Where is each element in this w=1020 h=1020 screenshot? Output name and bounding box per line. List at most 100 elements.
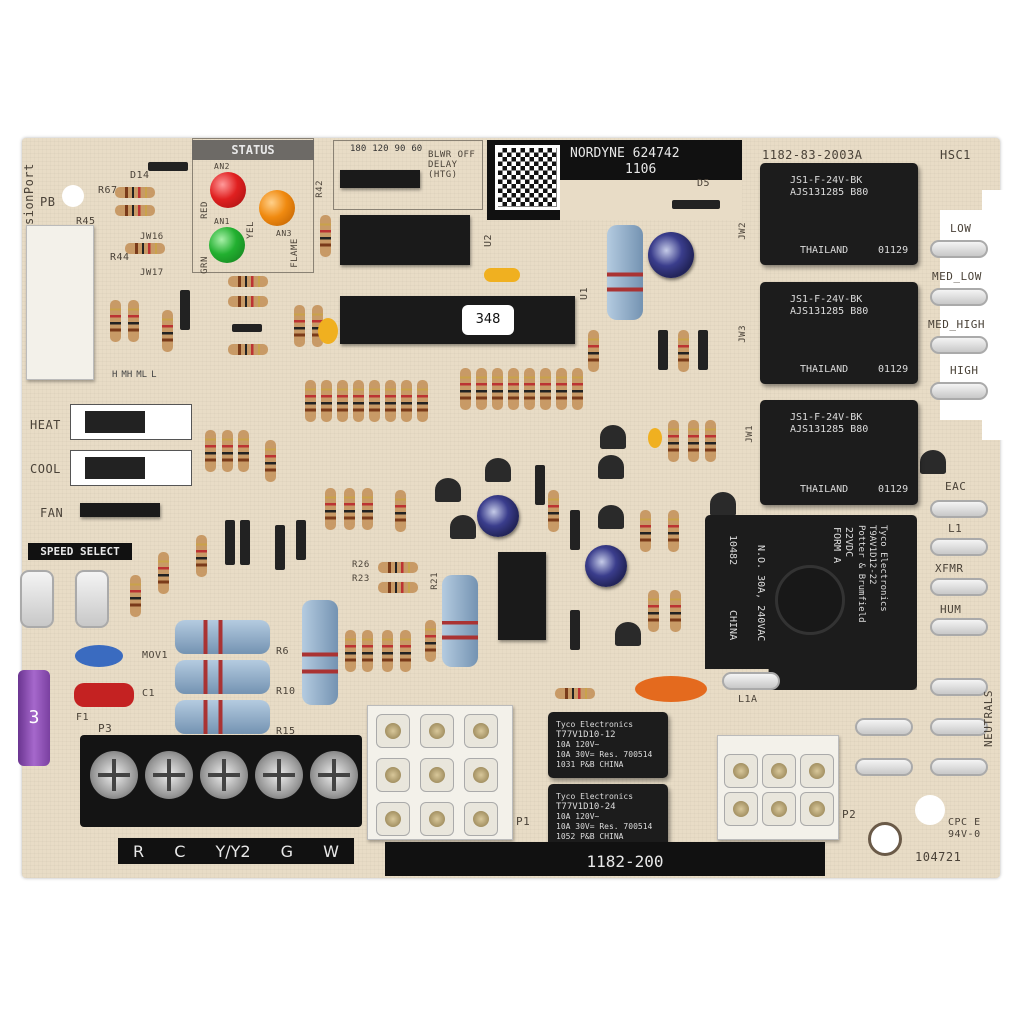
red-led xyxy=(210,172,246,208)
spade-terminal[interactable] xyxy=(930,578,988,596)
fan-jumper[interactable] xyxy=(80,503,160,517)
diode xyxy=(296,520,306,560)
resistor xyxy=(128,300,139,342)
speed-select-label: SPEED SELECT xyxy=(28,543,132,560)
r45-label: R45 xyxy=(76,216,96,227)
delay-option: 180 xyxy=(350,144,367,154)
terminal-l1-label: L1 xyxy=(948,522,963,535)
relay-rating: 10A 120V~ xyxy=(556,812,600,821)
r67-label: R67 xyxy=(98,185,118,196)
an2-label: AN2 xyxy=(214,162,230,171)
resistor xyxy=(385,380,396,422)
connector-pin xyxy=(464,802,498,836)
spade-terminal[interactable] xyxy=(930,382,988,400)
spade-terminal[interactable] xyxy=(930,240,988,258)
speed-position: H xyxy=(112,370,118,380)
resistor xyxy=(524,368,535,410)
connector-pin xyxy=(800,792,834,826)
terminal-label: G xyxy=(280,841,294,861)
spade-terminal[interactable] xyxy=(930,288,988,306)
relay-date: 01129 xyxy=(878,364,909,375)
jw16-label: JW16 xyxy=(140,232,164,242)
resistor xyxy=(705,420,716,462)
relay-date: 01129 xyxy=(878,484,909,495)
connector-pin xyxy=(420,714,454,748)
cool-speed-switch[interactable] xyxy=(70,450,192,486)
connector-p1[interactable] xyxy=(367,705,513,840)
blower-delay-label: BLWR OFF DELAY (HTG) xyxy=(428,150,476,180)
relay-lot: 1031 xyxy=(556,760,576,769)
resistor xyxy=(228,276,268,287)
main-relay-model: T9AV1D12-22 xyxy=(867,525,877,585)
heat-speed-switch[interactable] xyxy=(70,404,192,440)
spade-terminal[interactable] xyxy=(930,618,988,636)
transistor xyxy=(600,425,626,449)
connector-pin xyxy=(724,754,758,788)
id-label-line2: 1106 xyxy=(625,162,657,177)
connector-pin xyxy=(420,758,454,792)
resistor xyxy=(508,368,519,410)
terminal-screw-y[interactable] xyxy=(200,751,248,799)
transistor xyxy=(598,505,624,529)
jw3-label: JW3 xyxy=(738,325,748,343)
connector-p2[interactable] xyxy=(717,735,839,840)
r15-label: R15 xyxy=(276,726,296,737)
relay-date: 01129 xyxy=(878,245,909,256)
spade-terminal[interactable] xyxy=(20,570,54,628)
switch-slider[interactable] xyxy=(85,411,145,433)
terminal-screw-g[interactable] xyxy=(255,751,303,799)
spade-terminal[interactable] xyxy=(930,336,988,354)
spade-terminal[interactable] xyxy=(930,758,988,776)
diode xyxy=(148,162,188,171)
blower-delay-jumper[interactable] xyxy=(340,170,420,188)
resistor xyxy=(325,488,336,530)
jw1-label: JW1 xyxy=(745,425,755,443)
spade-terminal[interactable] xyxy=(75,570,109,628)
terminal-l1a[interactable] xyxy=(722,672,780,690)
fuse[interactable]: 3 xyxy=(18,670,50,766)
resistor xyxy=(125,243,165,254)
resistor xyxy=(337,380,348,422)
f1-label: F1 xyxy=(76,712,90,723)
resistor xyxy=(238,430,249,472)
resistor xyxy=(400,630,411,672)
thermostat-terminal-block xyxy=(80,735,362,827)
resistor xyxy=(321,380,332,422)
p1-label: P1 xyxy=(516,815,531,828)
terminal-screw-r[interactable] xyxy=(90,751,138,799)
main-relay-maker: Potter & Brumfield xyxy=(856,525,866,623)
resistor xyxy=(228,296,268,307)
mov1-label: MOV1 xyxy=(142,650,169,661)
status-panel xyxy=(192,138,314,273)
terminal-low-label: LOW xyxy=(950,222,972,235)
switch-slider[interactable] xyxy=(85,457,145,479)
delay-option: 120 xyxy=(372,144,389,154)
resistor xyxy=(162,310,173,352)
capacitor-c3 xyxy=(484,268,520,282)
electrolytic-capacitor xyxy=(477,495,519,537)
ic-u1 xyxy=(340,296,575,344)
spade-terminal[interactable] xyxy=(930,538,988,556)
relay-code: AJS131285 B80 xyxy=(790,187,869,198)
p3-label: P3 xyxy=(98,722,113,735)
terminal-screw-w[interactable] xyxy=(310,751,358,799)
diode xyxy=(275,525,285,570)
spade-terminal[interactable] xyxy=(855,718,913,736)
capacitor xyxy=(648,428,662,448)
spade-terminal[interactable] xyxy=(930,500,988,518)
spade-terminal[interactable] xyxy=(930,718,988,736)
resistor xyxy=(640,510,651,552)
spade-terminal[interactable] xyxy=(855,758,913,776)
u1-label: U1 xyxy=(579,286,591,301)
relay-maker: P&B xyxy=(580,832,595,841)
relay-origin: THAILAND xyxy=(800,245,849,256)
resistor xyxy=(115,187,155,198)
r42-label: R42 xyxy=(315,180,325,198)
bottom-part-label: 1182-200 xyxy=(385,842,825,876)
spade-terminal[interactable] xyxy=(930,678,988,696)
capacitor-c1 xyxy=(74,683,134,707)
transistor xyxy=(485,458,511,482)
part-number: 1182-83-2003A xyxy=(762,148,863,162)
mov1 xyxy=(75,645,123,667)
terminal-screw-c[interactable] xyxy=(145,751,193,799)
